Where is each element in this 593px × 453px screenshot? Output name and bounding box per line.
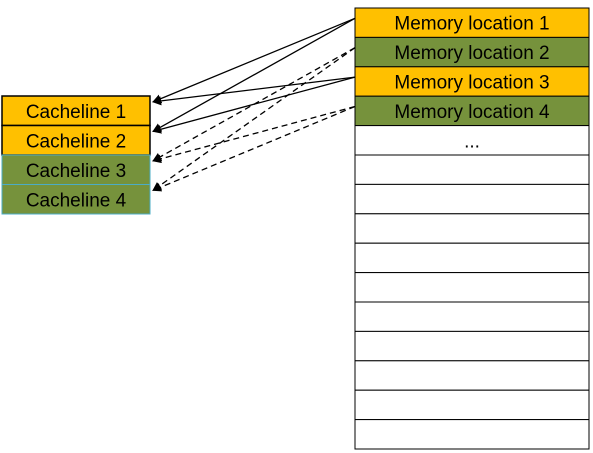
cacheline-label: Cacheline 2: [26, 131, 126, 152]
memory-cell: [354, 272, 590, 303]
memory-row: [354, 330, 590, 362]
cacheline-label: Cacheline 3: [26, 161, 126, 182]
memory-cell: [354, 213, 590, 244]
memory-cell: [354, 419, 590, 450]
memory-row: [354, 183, 590, 215]
memory-label: Memory location 3: [394, 73, 549, 94]
memory-row: [354, 213, 590, 244]
memory-row: [354, 301, 590, 332]
cache-table: Cacheline 1 Cacheline 2 Cacheline 3 Cacheli…: [1, 95, 151, 215]
memory-row: Memory location 3: [354, 66, 590, 97]
cacheline: Cacheline 4: [1, 184, 151, 215]
memory-cell: [354, 66, 590, 97]
memory-row: [354, 272, 590, 303]
dashed-mapping-arrow: [152, 47, 356, 191]
memory-cell: [354, 95, 590, 127]
memory-cell: [354, 154, 590, 185]
memory-cell: [354, 389, 590, 421]
memory-cell: [354, 36, 590, 68]
memory-label: ...: [464, 131, 480, 152]
memory-row: [354, 242, 590, 274]
cacheline-cell: [1, 154, 151, 185]
memory-row: Memory location 1: [354, 7, 590, 38]
memory-cell: [354, 330, 590, 362]
memory-row: [354, 419, 590, 450]
cacheline: Cacheline 2: [1, 124, 151, 156]
memory-row: [354, 389, 590, 421]
cacheline: Cacheline 1: [1, 95, 151, 127]
solid-mapping-arrow: [152, 17, 356, 103]
memory-label: Memory location 1: [394, 14, 549, 35]
memory-cell: [354, 242, 590, 274]
dashed-mapping-arrow: [152, 105, 356, 164]
cacheline: Cacheline 3: [1, 154, 151, 185]
memory-row: Memory location 4: [354, 95, 590, 127]
cacheline-cell: [1, 124, 151, 156]
cacheline-cell: [1, 95, 151, 127]
memory-cell: [354, 360, 590, 391]
solid-mapping-arrow: [152, 76, 356, 106]
mapping-arrows: [152, 17, 356, 192]
cacheline-cell: [1, 184, 151, 215]
memory-table: Memory location 1 Memory location 2 Memory…: [354, 7, 590, 450]
cacheline-label: Cacheline 1: [26, 102, 126, 123]
memory-cell: [354, 125, 590, 156]
memory-row: ...: [354, 125, 590, 156]
memory-label: Memory location 4: [394, 102, 550, 123]
memory-row: [354, 360, 590, 391]
memory-row: Memory location 2: [354, 36, 590, 68]
cacheline-label: Cacheline 4: [26, 190, 127, 211]
solid-mapping-arrow: [152, 17, 356, 132]
memory-row: [354, 154, 590, 185]
memory-cell: [354, 301, 590, 332]
memory-cell: [354, 183, 590, 215]
memory-label: Memory location 2: [394, 43, 549, 64]
dashed-mapping-arrow: [152, 105, 356, 192]
dashed-mapping-arrow: [152, 47, 356, 162]
